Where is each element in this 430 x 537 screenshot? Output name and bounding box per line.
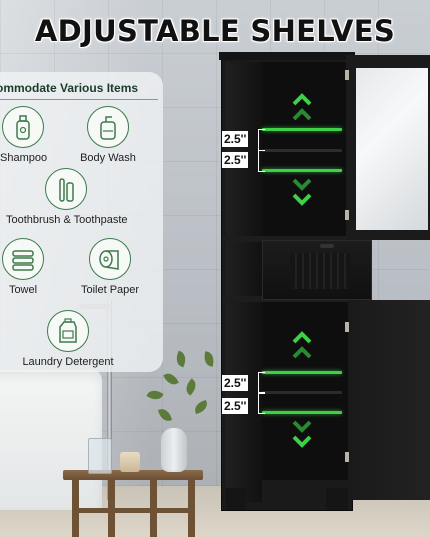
move-up-indicator bbox=[290, 330, 314, 360]
chevron-up-icon bbox=[292, 108, 312, 121]
shelf-upper-current bbox=[262, 149, 342, 152]
dimension-label: 2.5'' bbox=[222, 398, 249, 414]
drawer-front-slats bbox=[290, 253, 350, 289]
dimension-bracket bbox=[258, 372, 265, 394]
chevron-down-icon bbox=[292, 420, 312, 433]
body-wash-bottle-icon bbox=[87, 106, 129, 148]
item-label: Toothbrush & Toothpaste bbox=[6, 214, 128, 226]
stool-leg bbox=[72, 478, 79, 537]
item-label: Body Wash bbox=[80, 152, 136, 164]
dimension-bracket bbox=[258, 129, 265, 151]
door-hinge bbox=[345, 70, 349, 80]
move-up-indicator bbox=[290, 92, 314, 122]
cabinet-side-panel bbox=[226, 62, 262, 502]
stool-leg bbox=[188, 478, 195, 537]
shelf-upper-position bbox=[262, 169, 342, 172]
dimension-bracket bbox=[258, 150, 265, 172]
shelf-upper-position bbox=[262, 128, 342, 131]
drawer bbox=[262, 240, 372, 300]
wooden-stool-top bbox=[63, 470, 203, 480]
dimension-label: 2.5'' bbox=[222, 152, 249, 168]
panel-divider bbox=[0, 99, 158, 100]
item-shampoo: Shampoo bbox=[0, 106, 48, 164]
lower-compartment bbox=[262, 300, 348, 480]
candle-jar bbox=[120, 452, 140, 472]
lower-cabinet-door bbox=[348, 300, 430, 500]
shampoo-bottle-icon bbox=[2, 106, 44, 148]
item-label: Towel bbox=[8, 284, 38, 296]
dimension-label: 2.5'' bbox=[222, 375, 249, 391]
glass-door-pane bbox=[356, 68, 428, 230]
tub-faucet-pole bbox=[107, 300, 112, 500]
chevron-up-icon bbox=[292, 346, 312, 359]
toilet-paper-icon bbox=[89, 238, 131, 280]
door-hinge bbox=[345, 210, 349, 220]
stool-leg bbox=[108, 478, 115, 537]
cabinet-divider bbox=[222, 236, 352, 242]
chevron-down-icon bbox=[292, 178, 312, 191]
item-label: Shampoo bbox=[0, 152, 48, 164]
move-down-indicator bbox=[290, 420, 314, 450]
item-toilet-paper: Toilet Paper bbox=[80, 238, 140, 296]
bathtub bbox=[0, 370, 102, 510]
door-hinge bbox=[345, 322, 349, 332]
toothbrush-toothpaste-icon bbox=[45, 168, 87, 210]
item-towel: Towel bbox=[0, 238, 46, 296]
panel-title: ommodate Various Items bbox=[0, 81, 139, 95]
dimension-bracket bbox=[258, 392, 265, 414]
towel-icon bbox=[2, 238, 44, 280]
move-down-indicator bbox=[290, 178, 314, 208]
item-body-wash: Body Wash bbox=[78, 106, 138, 164]
chevron-down-icon bbox=[292, 193, 312, 206]
shelf-lower-current bbox=[262, 391, 342, 394]
cabinet-foot bbox=[226, 488, 246, 510]
laundry-detergent-icon bbox=[47, 310, 89, 352]
item-label: Toilet Paper bbox=[80, 284, 140, 296]
chevron-down-icon bbox=[292, 435, 312, 448]
cabinet-crown bbox=[219, 52, 355, 60]
dimension-label: 2.5'' bbox=[222, 131, 249, 147]
cabinet-foot bbox=[326, 488, 348, 510]
drawer-handle bbox=[320, 244, 334, 248]
chevron-up-icon bbox=[292, 93, 312, 106]
item-laundry-detergent: Laundry Detergent bbox=[18, 310, 118, 368]
stool-crossbar bbox=[78, 508, 188, 513]
glass-vase bbox=[161, 428, 187, 472]
stool-leg bbox=[150, 478, 157, 537]
glass-cup bbox=[88, 438, 112, 474]
shelf-lower-position bbox=[262, 411, 342, 414]
item-label: Laundry Detergent bbox=[22, 356, 114, 368]
headline: ADJUSTABLE SHELVES bbox=[34, 14, 396, 48]
shelf-lower-position bbox=[262, 371, 342, 374]
chevron-up-icon bbox=[292, 331, 312, 344]
item-toothbrush-toothpaste: Toothbrush & Toothpaste bbox=[6, 168, 128, 226]
door-hinge bbox=[345, 452, 349, 462]
